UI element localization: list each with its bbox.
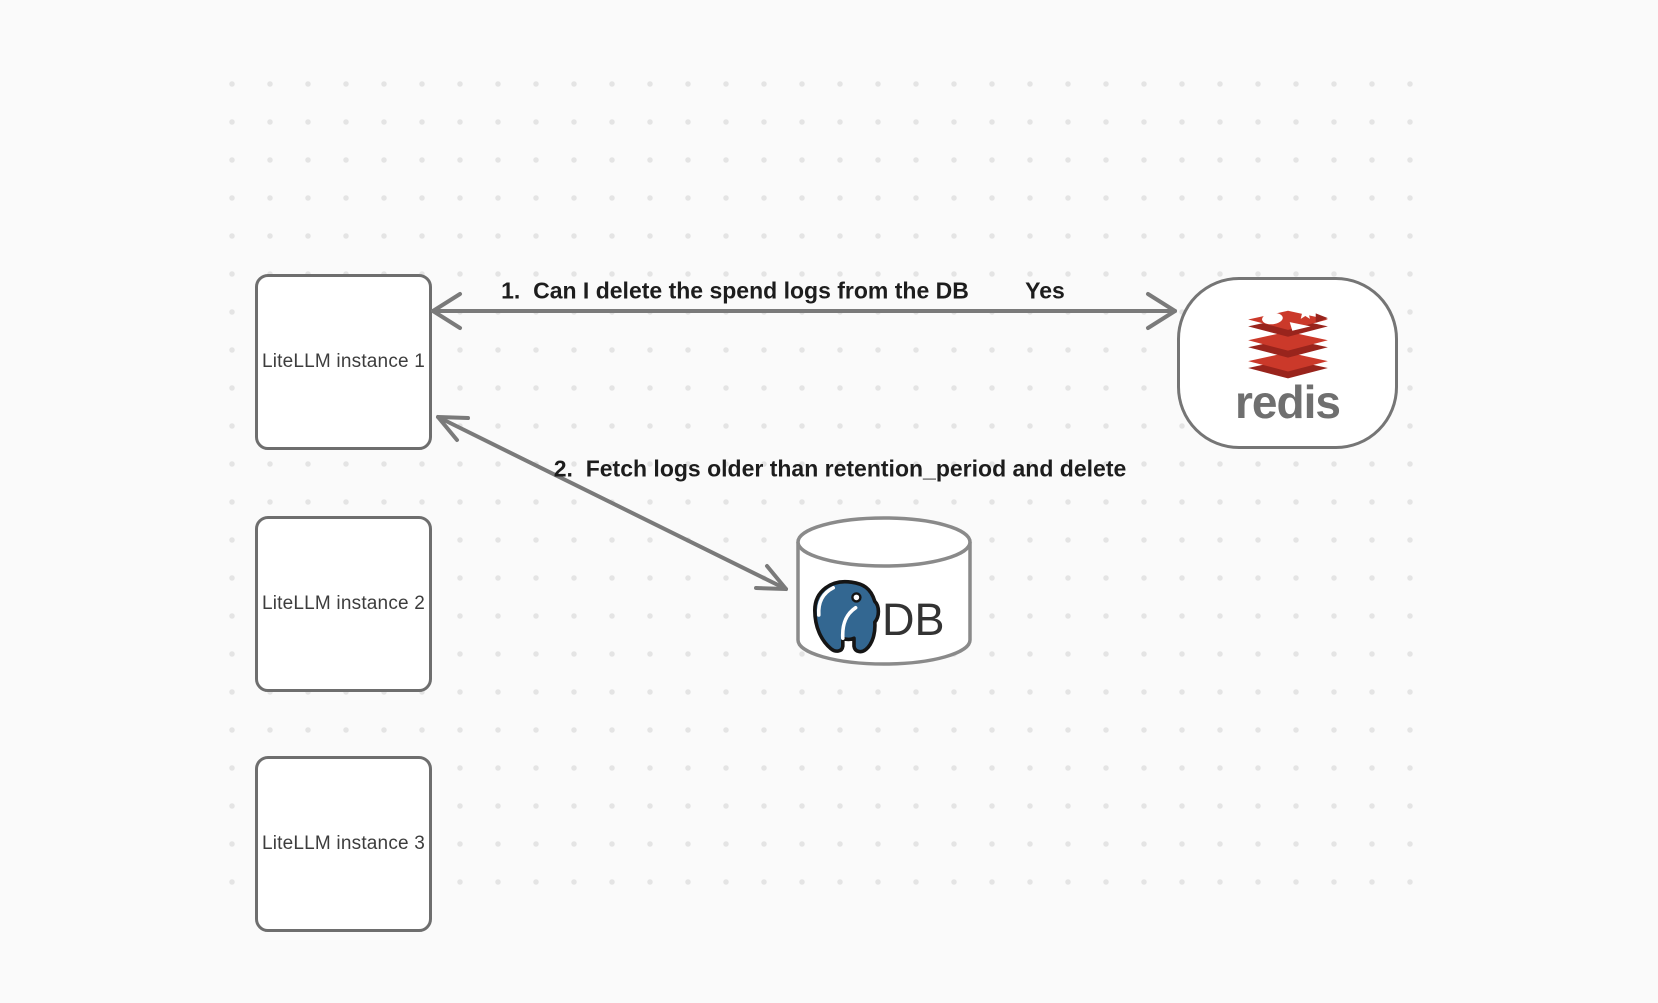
redis-wordmark: redis — [1235, 376, 1341, 429]
node-litellm-instance-1-label: LiteLLM instance 1 — [261, 351, 426, 372]
redis-stack-icon — [1247, 305, 1328, 379]
postgresql-elephant-icon — [813, 579, 881, 654]
edge2-label: 2. Fetch logs older than retention_perio… — [553, 455, 1127, 482]
node-litellm-instance-2-label: LiteLLM instance 2 — [261, 593, 426, 614]
edge1-answer-label: Yes — [1025, 277, 1065, 304]
edge1-label: 1. Can I delete the spend logs from the … — [501, 277, 969, 304]
db-node-label: DB — [882, 594, 945, 645]
node-litellm-instance-1: LiteLLM instance 1 — [255, 274, 432, 450]
node-litellm-instance-3-label: LiteLLM instance 3 — [261, 833, 426, 854]
node-redis: redis — [1177, 277, 1398, 449]
node-litellm-instance-3: LiteLLM instance 3 — [255, 756, 432, 932]
node-litellm-instance-2: LiteLLM instance 2 — [255, 516, 432, 692]
